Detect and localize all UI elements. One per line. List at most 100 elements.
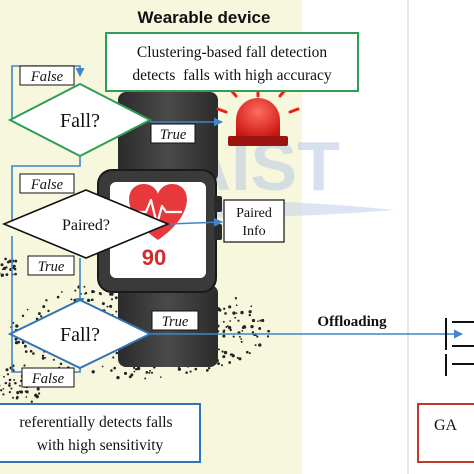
- sample-dot: [185, 371, 188, 374]
- sample-dot: [83, 285, 86, 288]
- sample-dot: [240, 338, 243, 340]
- sample-dot: [36, 387, 40, 391]
- sample-dot: [29, 349, 33, 353]
- sample-dot: [177, 367, 182, 371]
- sample-dot: [60, 291, 63, 293]
- sample-dot: [98, 291, 102, 295]
- right-red-box-label: GA: [434, 417, 458, 434]
- sample-dot: [1, 268, 4, 271]
- sample-dot: [205, 369, 209, 372]
- sample-dot: [0, 263, 4, 267]
- sample-dot: [41, 356, 45, 360]
- sample-dot: [115, 351, 119, 355]
- sample-dot: [243, 324, 246, 328]
- server-gate-icon: [445, 318, 474, 376]
- sample-dot: [47, 309, 50, 313]
- fall-decision-top-label: Fall?: [60, 110, 100, 132]
- sample-dot: [150, 371, 154, 374]
- sample-dot: [228, 361, 232, 364]
- sample-dot: [220, 364, 224, 367]
- sample-dot: [231, 354, 235, 358]
- sample-dot: [59, 362, 63, 366]
- sample-dot: [226, 325, 229, 327]
- sample-dot: [5, 273, 9, 277]
- sample-dot: [8, 390, 12, 394]
- sample-dot: [10, 387, 13, 390]
- sample-dot: [73, 298, 77, 302]
- sample-dot: [3, 375, 5, 378]
- sample-dot: [74, 289, 77, 292]
- sample-dot: [12, 264, 16, 268]
- sample-dot: [149, 369, 151, 372]
- offloading-label: Offloading: [317, 314, 387, 330]
- sample-dot: [106, 305, 109, 308]
- sample-dot: [133, 370, 136, 373]
- top-callout-box: [105, 32, 359, 92]
- sample-dot: [251, 318, 256, 323]
- edge-false-3-box: [21, 367, 75, 388]
- sample-dot: [261, 318, 265, 323]
- sample-dot: [40, 315, 43, 318]
- sample-dot: [30, 400, 33, 403]
- sample-dot: [45, 299, 48, 302]
- sample-dot: [148, 371, 151, 374]
- sample-dot: [18, 384, 21, 387]
- edge-false-2: False: [30, 177, 64, 193]
- paired-decision: [1, 189, 171, 259]
- heart-rate-value: 90: [142, 245, 166, 270]
- sample-dot: [217, 362, 220, 365]
- sample-dot: [229, 320, 232, 322]
- sample-dot: [116, 375, 120, 380]
- watch-button-bottom: [214, 224, 222, 240]
- edge-true-2: True: [38, 259, 65, 275]
- sample-dot: [44, 356, 47, 359]
- sample-dot: [194, 367, 198, 371]
- bottom-callout-line-2: with high sensitivity: [37, 437, 164, 454]
- sample-dot: [70, 298, 73, 301]
- sample-dot: [101, 365, 104, 368]
- sample-dot: [8, 382, 11, 385]
- sample-dot: [24, 350, 28, 353]
- sample-dot: [223, 329, 226, 332]
- edge-true-2-box: [27, 255, 75, 276]
- sample-dot: [229, 353, 232, 356]
- header-title: Wearable device: [138, 8, 271, 27]
- sample-dot: [14, 381, 17, 385]
- sample-dot: [32, 352, 35, 355]
- paired-info-line-2: Info: [242, 224, 265, 239]
- sample-dot: [259, 319, 262, 322]
- sample-dot: [256, 335, 259, 338]
- sample-dot: [37, 392, 41, 395]
- sample-dot: [8, 384, 11, 387]
- sample-dot: [189, 370, 192, 373]
- sample-dot: [0, 272, 1, 275]
- sample-dot: [232, 311, 236, 315]
- sample-dot: [267, 329, 270, 333]
- sample-dot: [42, 305, 46, 309]
- right-red-box: [417, 403, 474, 463]
- sample-dot: [4, 381, 8, 385]
- sample-dot: [15, 324, 19, 328]
- sample-dot: [2, 393, 5, 396]
- top-callout-line-1: Clustering-based fall detection: [137, 44, 327, 61]
- sample-dot: [250, 305, 253, 308]
- sample-dot: [130, 373, 134, 377]
- sample-dot: [238, 357, 242, 361]
- sample-dot: [258, 343, 262, 347]
- sample-dot: [35, 395, 39, 399]
- sample-dot: [114, 296, 118, 300]
- sample-dot: [221, 350, 224, 353]
- sample-dot: [266, 335, 270, 338]
- paired-info-line-1: Paired: [236, 206, 272, 221]
- paired-decision-label: Paired?: [62, 217, 110, 234]
- sample-dot: [144, 377, 147, 380]
- edge-false-1: False: [30, 69, 64, 85]
- sample-dot: [237, 319, 240, 322]
- sample-dot: [91, 298, 94, 302]
- sample-dot: [258, 327, 262, 330]
- sample-dot: [229, 328, 232, 332]
- sample-dot: [14, 272, 17, 276]
- fall-decision-top: [7, 82, 153, 158]
- sample-dot: [16, 391, 20, 395]
- sample-dot: [8, 259, 12, 263]
